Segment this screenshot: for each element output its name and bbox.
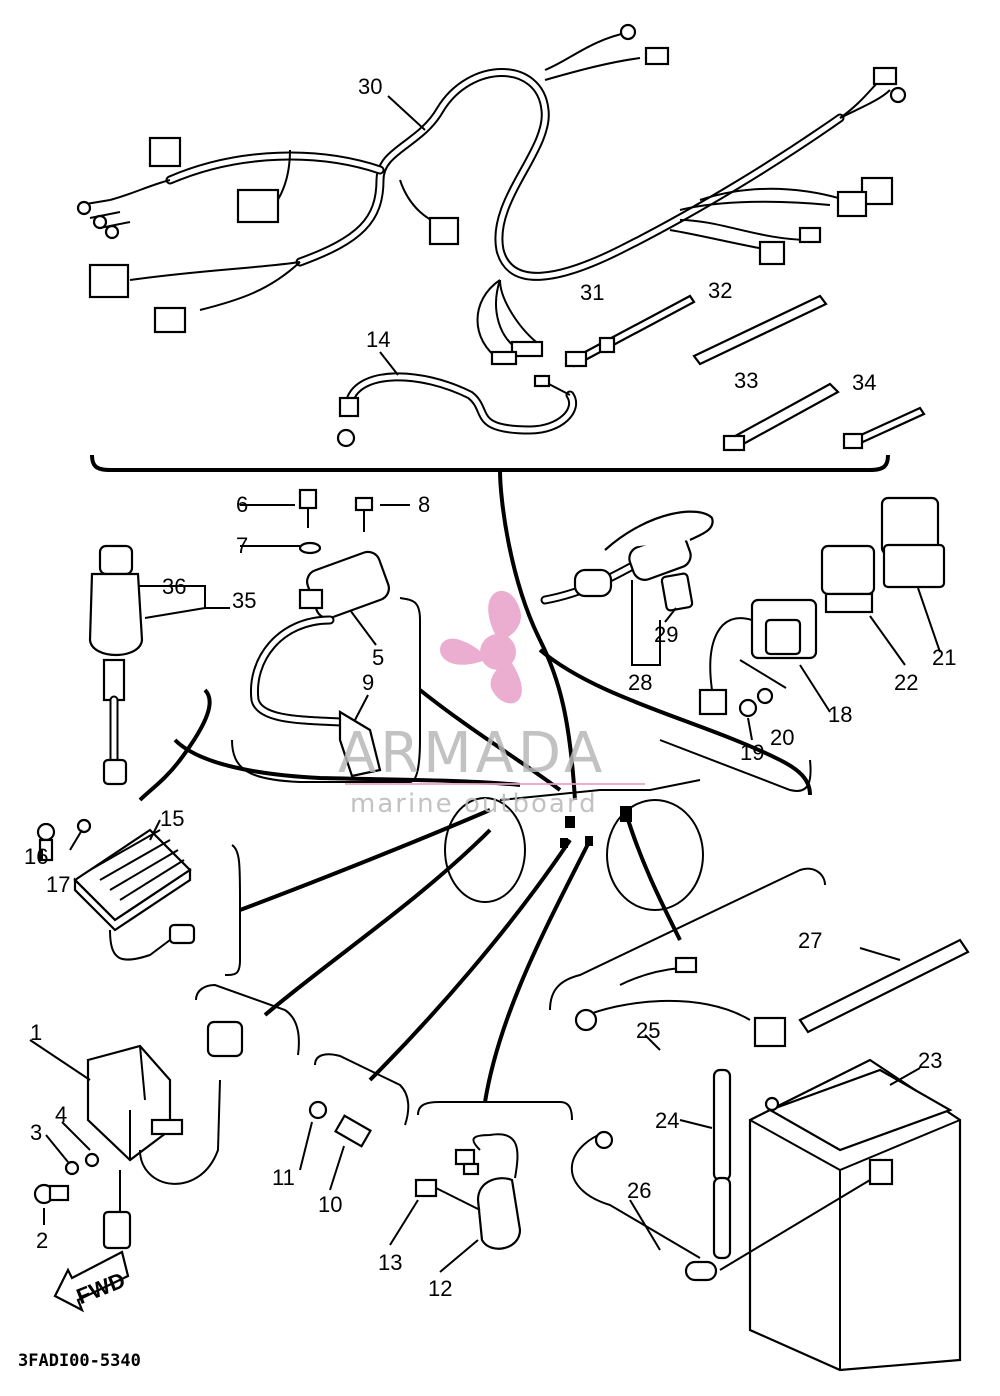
- cdi-unit: [29, 1020, 244, 1250]
- callout-3: 3: [30, 1120, 42, 1145]
- leader-right-group: [538, 648, 812, 796]
- callout-15: 15: [160, 806, 184, 831]
- harness-terminal: [104, 224, 120, 240]
- bracket-switch2: [314, 1053, 410, 1126]
- callout-24: 24: [655, 1108, 679, 1133]
- bracket-switch: [138, 688, 212, 802]
- callout-32: 32: [708, 278, 732, 303]
- callout-25: 25: [636, 1018, 660, 1043]
- callout-22: 22: [894, 670, 918, 695]
- watermark-brand: ARMADA: [338, 721, 606, 786]
- harness-connector: [428, 216, 460, 246]
- leader-battery: [623, 809, 682, 941]
- callout-1: 1: [30, 1020, 42, 1045]
- callout-33: 33: [734, 368, 758, 393]
- cable-ties: [564, 294, 926, 452]
- harness-connector: [153, 306, 187, 334]
- callout-20: 20: [770, 725, 794, 750]
- leader-starter: [483, 839, 592, 1103]
- callout-23: 23: [918, 1048, 942, 1073]
- lead-wire-14: [336, 372, 577, 448]
- harness-connector: [88, 263, 130, 299]
- callout-31: 31: [580, 280, 604, 305]
- callout-30: 30: [358, 74, 382, 99]
- callout-9: 9: [362, 670, 374, 695]
- harness-connector: [798, 226, 822, 244]
- leader-switch2: [368, 838, 572, 1082]
- callout-6: 6: [236, 492, 248, 517]
- harness-terminal: [619, 23, 637, 41]
- harness-connector: [148, 136, 182, 168]
- harness-connector: [836, 190, 868, 218]
- callout-17: 17: [46, 872, 70, 897]
- harness-connector: [758, 240, 786, 266]
- callout-26: 26: [627, 1178, 651, 1203]
- neutral-switch: [299, 1100, 372, 1191]
- harness-connector: [872, 66, 898, 86]
- bracket-battery: [549, 867, 826, 1011]
- callout-11: 11: [272, 1165, 295, 1190]
- rectifier-regulator: [36, 818, 196, 961]
- harness-terminal: [92, 214, 108, 230]
- callout-28: 28: [628, 670, 652, 695]
- drawing-code: 3FADI00-5340: [18, 1351, 141, 1371]
- watermark-subtitle: marine outboard: [350, 789, 598, 819]
- propeller-logo: [440, 590, 522, 704]
- callout-34: 34: [852, 370, 876, 395]
- main-switch: [88, 544, 230, 786]
- callout-13: 13: [378, 1250, 402, 1275]
- bracket-cdi: [195, 983, 300, 1056]
- leader-switch: [173, 738, 521, 787]
- callout-7: 7: [236, 533, 248, 558]
- callout-27: 27: [798, 928, 822, 953]
- callout-8: 8: [418, 492, 430, 517]
- bracket-relays: [659, 739, 812, 792]
- callout-18: 18: [828, 702, 852, 727]
- harness-terminal: [76, 200, 92, 216]
- harness-terminal: [889, 86, 907, 104]
- callout-19: 19: [740, 740, 764, 765]
- wire-harness: [76, 23, 907, 366]
- harness-connector: [236, 188, 280, 224]
- leader-rectifier: [239, 808, 491, 912]
- callout-35: 35: [232, 588, 256, 613]
- callout-labels: 30 31 32 33 34 14 6 8 7 36 35 5 9 29 28 …: [24, 74, 956, 1301]
- callout-4: 4: [55, 1102, 67, 1127]
- harness-connector: [644, 46, 670, 66]
- group-bracket-top: [90, 454, 890, 472]
- starter-relay: [389, 1133, 522, 1273]
- bracket-starter: [417, 1101, 573, 1121]
- callout-5: 5: [372, 645, 384, 670]
- bracket-rectifier: [224, 844, 241, 976]
- frame-detail: [444, 779, 704, 911]
- callout-36: 36: [162, 574, 186, 599]
- callout-2: 2: [36, 1228, 48, 1253]
- ignition-coil: [231, 488, 421, 783]
- battery-group: [570, 938, 970, 1372]
- callout-12: 12: [428, 1276, 452, 1301]
- spark-plug-cap-28: [540, 510, 714, 666]
- leader-cdi: [263, 828, 492, 1017]
- relays: [698, 496, 946, 718]
- callout-21: 21: [932, 645, 956, 670]
- callout-16: 16: [24, 844, 48, 869]
- leader-coil: [418, 688, 562, 792]
- callout-29: 29: [654, 622, 678, 647]
- callout-10: 10: [318, 1192, 342, 1217]
- callout-14: 14: [366, 327, 390, 352]
- leader-harness: [498, 469, 577, 801]
- watermark: ARMADA marine outboard: [338, 590, 645, 819]
- harness-connector: [510, 340, 544, 358]
- fwd-arrow: FWD: [53, 1250, 130, 1313]
- harness-connector: [490, 350, 518, 366]
